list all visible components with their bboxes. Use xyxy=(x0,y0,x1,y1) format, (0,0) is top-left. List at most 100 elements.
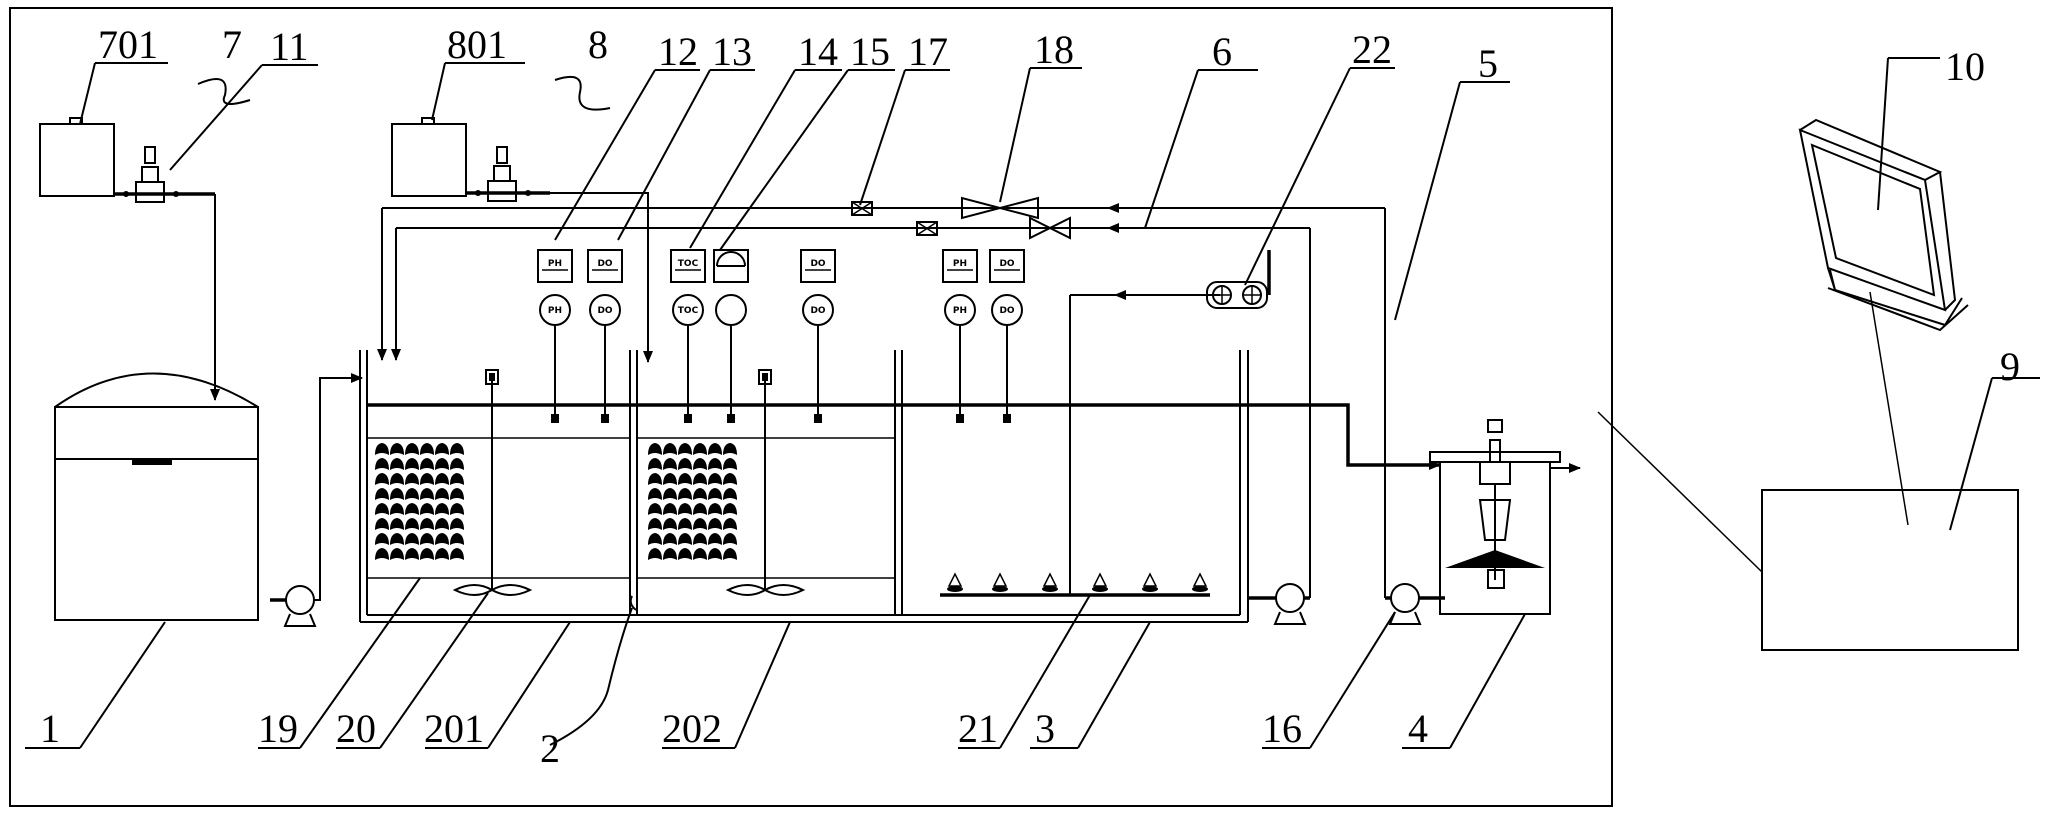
carrier-element xyxy=(693,533,707,545)
carrier-element xyxy=(663,488,677,500)
carrier-element xyxy=(648,518,662,530)
carrier-element xyxy=(375,533,389,545)
label-18: 18 xyxy=(1034,27,1074,72)
diffuser-head xyxy=(1141,573,1159,593)
biofilm-carrier-202 xyxy=(648,443,737,560)
carrier-element xyxy=(663,473,677,485)
carrier-element xyxy=(405,548,419,560)
carrier-element xyxy=(678,458,692,470)
carrier-element xyxy=(723,443,737,455)
carrier-element xyxy=(708,473,722,485)
carrier-element xyxy=(648,458,662,470)
probe-display-text: PH xyxy=(548,259,562,269)
carrier-element xyxy=(723,473,737,485)
aeration-diffusers xyxy=(946,573,1209,593)
recirculation-pump xyxy=(1248,583,1310,625)
carrier-element xyxy=(708,443,722,455)
carrier-element xyxy=(663,548,677,560)
label-12: 12 xyxy=(658,29,698,74)
carrier-element xyxy=(390,518,404,530)
system-boundary-frame xyxy=(9,7,1613,807)
compartment-connector xyxy=(629,595,637,611)
diffuser-head xyxy=(991,573,1009,593)
carrier-element xyxy=(405,518,419,530)
carrier-element xyxy=(663,458,677,470)
monitor-10 xyxy=(1798,118,1969,332)
carrier-element xyxy=(390,458,404,470)
carrier-element xyxy=(375,488,389,500)
label-1: 1 xyxy=(40,706,60,751)
air-blower xyxy=(1206,250,1271,309)
carrier-element xyxy=(663,533,677,545)
carrier-element xyxy=(405,503,419,515)
carrier-element xyxy=(708,518,722,530)
settling-tank xyxy=(1429,419,1581,615)
controller-box-9 xyxy=(1761,489,2019,651)
carrier-element xyxy=(693,443,707,455)
probe-display-text: DO xyxy=(810,259,825,269)
carrier-element xyxy=(450,488,464,500)
valve-18 xyxy=(961,196,1071,240)
label-17: 17 xyxy=(908,29,948,74)
probe-display-text: DO xyxy=(999,259,1014,269)
label-202: 202 xyxy=(662,706,722,751)
carrier-element xyxy=(390,503,404,515)
label-9: 9 xyxy=(2000,344,2020,389)
probe-gauge-text: PH xyxy=(548,306,562,316)
carrier-element xyxy=(420,533,434,545)
flowmeter-17 xyxy=(851,201,938,236)
label-6: 6 xyxy=(1212,29,1232,74)
diffuser-head xyxy=(1091,573,1109,593)
carrier-element xyxy=(678,533,692,545)
carrier-element xyxy=(450,548,464,560)
leader-lines xyxy=(25,57,2040,749)
carrier-element xyxy=(723,503,737,515)
probe-display-text: TOC xyxy=(678,259,699,269)
dosing-tank-701 xyxy=(39,117,115,197)
label-22: 22 xyxy=(1352,27,1392,72)
carrier-element xyxy=(663,518,677,530)
carrier-element xyxy=(420,503,434,515)
carrier-element xyxy=(390,473,404,485)
diffuser-head xyxy=(1191,573,1209,593)
carrier-element xyxy=(435,488,449,500)
carrier-element xyxy=(663,443,677,455)
label-2: 2 xyxy=(540,726,560,771)
carrier-element xyxy=(648,488,662,500)
carrier-element xyxy=(708,533,722,545)
carrier-element xyxy=(723,533,737,545)
carrier-element xyxy=(450,533,464,545)
carrier-element xyxy=(648,548,662,560)
carrier-element xyxy=(708,458,722,470)
carrier-element xyxy=(390,548,404,560)
carrier-element xyxy=(435,518,449,530)
metering-pump-11 xyxy=(114,146,220,401)
carrier-element xyxy=(708,503,722,515)
label-8: 8 xyxy=(588,22,608,67)
signal-line-system xyxy=(1597,411,1763,573)
label-7: 7 xyxy=(222,22,242,67)
label-15: 15 xyxy=(850,29,890,74)
carrier-element xyxy=(435,473,449,485)
carrier-element xyxy=(648,503,662,515)
dosing-tank-801 xyxy=(391,117,653,363)
probe-gauge-text: PH xyxy=(953,306,967,316)
carrier-element xyxy=(678,473,692,485)
carrier-element xyxy=(693,518,707,530)
carrier-element xyxy=(708,548,722,560)
biofilm-carrier-201 xyxy=(375,443,464,560)
label-201: 201 xyxy=(424,706,484,751)
sludge-pump-16 xyxy=(1385,583,1445,625)
feed-pump xyxy=(270,373,363,627)
label-5: 5 xyxy=(1478,41,1498,86)
carrier-element xyxy=(693,458,707,470)
carrier-element xyxy=(390,488,404,500)
label-19: 19 xyxy=(258,706,298,751)
carrier-element xyxy=(648,443,662,455)
aeration-diffuser-pipe xyxy=(940,290,1220,597)
